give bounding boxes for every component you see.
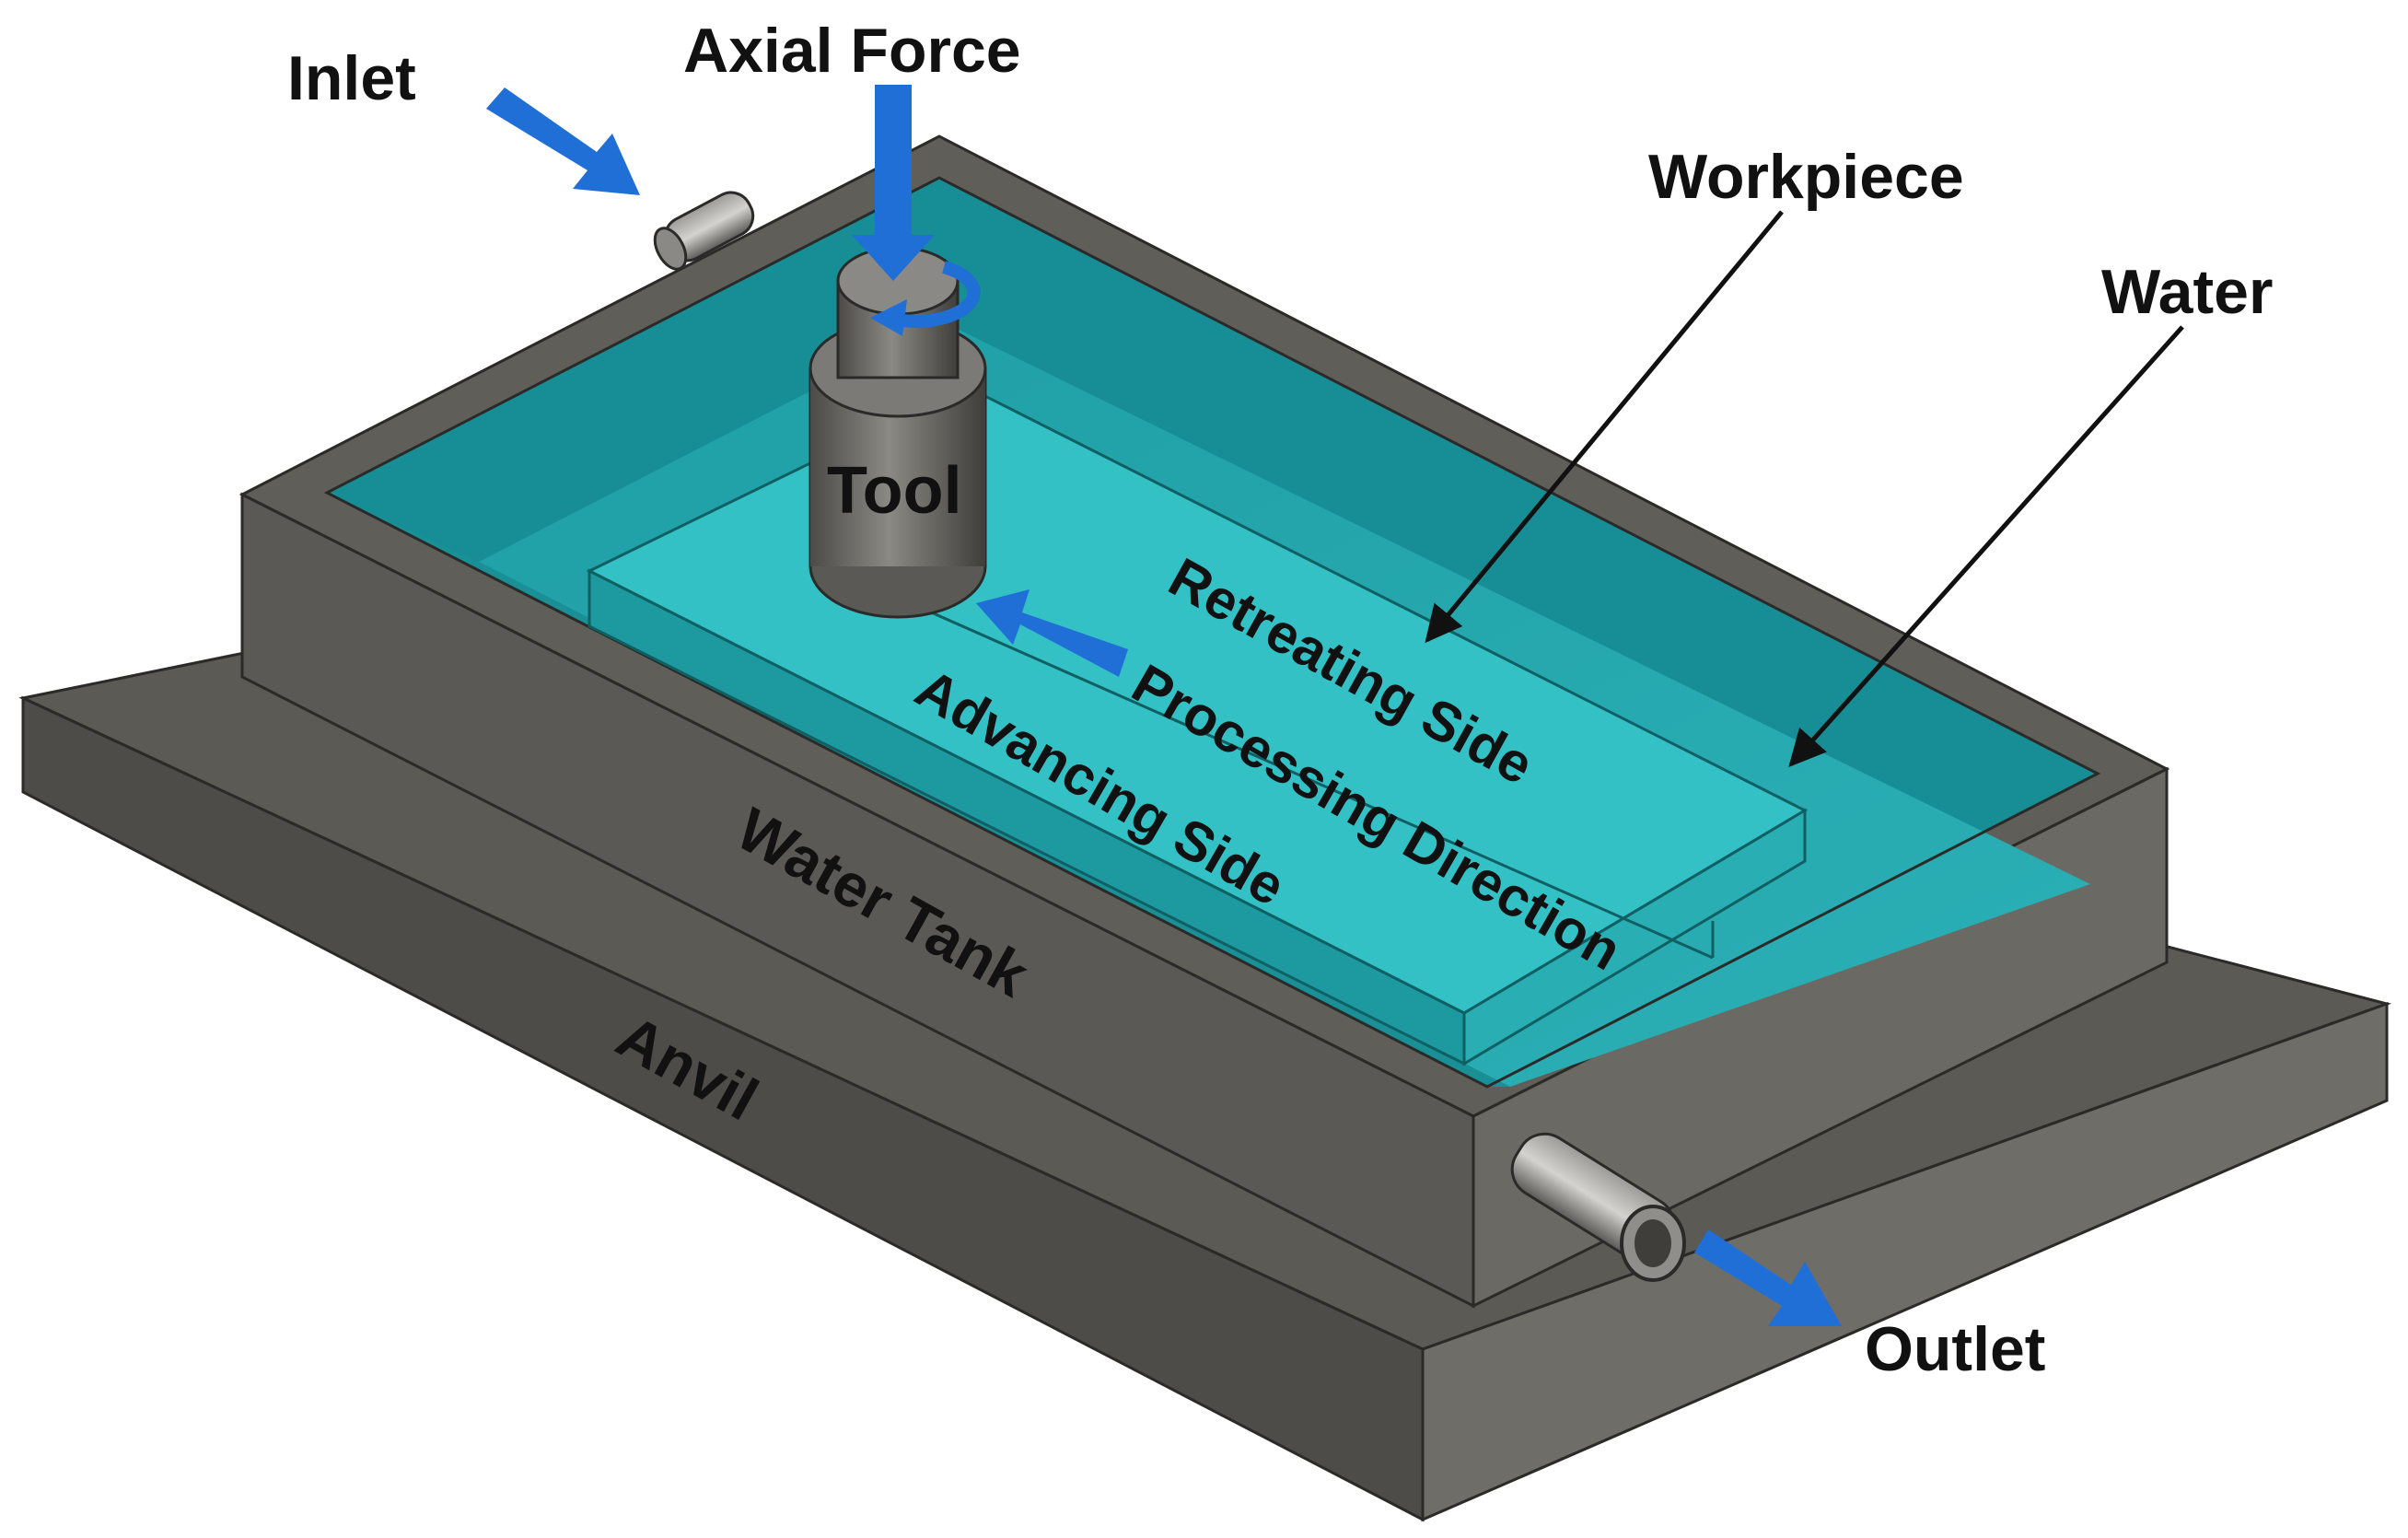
water-label: Water bbox=[2101, 257, 2273, 327]
inlet-arrow-icon bbox=[486, 87, 640, 195]
outlet-label: Outlet bbox=[1865, 1314, 2045, 1384]
rotation-arrow-icon bbox=[887, 261, 981, 328]
inlet-label: Inlet bbox=[287, 43, 416, 113]
axial-force-label: Axial Force bbox=[683, 16, 1021, 86]
leader-lines bbox=[1425, 210, 2184, 767]
water-leader-line bbox=[1788, 325, 2184, 767]
flow-arrows bbox=[486, 85, 1842, 1326]
outlet-arrow-icon bbox=[1694, 1229, 1842, 1326]
processing-direction-arrow-icon bbox=[976, 589, 1128, 677]
workpiece-side bbox=[1462, 808, 1807, 1066]
tank-inner-outline bbox=[323, 176, 2101, 1089]
tool bbox=[808, 246, 987, 619]
workpiece-leader-line bbox=[1425, 210, 1784, 644]
inlet-pipe bbox=[653, 191, 755, 271]
workpiece-seam bbox=[920, 606, 1714, 960]
anvil-side-face bbox=[1421, 1001, 2389, 1522]
axial-force-arrow-icon bbox=[852, 85, 935, 281]
tool-label: Tool bbox=[827, 454, 962, 528]
rotation-arrowhead bbox=[870, 299, 907, 336]
workpiece-label: Workpiece bbox=[1648, 142, 1964, 212]
outlet-pipe bbox=[1510, 1132, 1686, 1282]
